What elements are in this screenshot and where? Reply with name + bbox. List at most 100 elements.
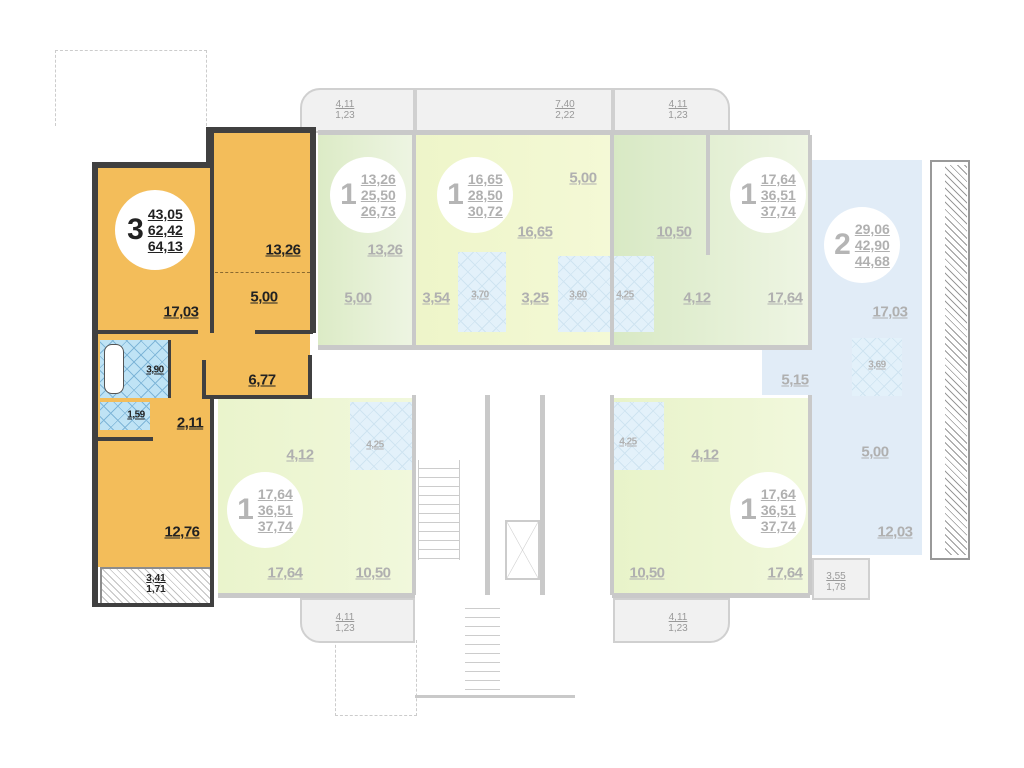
room-area: 3,69	[868, 359, 886, 371]
room-area: 10,50	[355, 564, 391, 582]
room-area: 3,90	[146, 364, 164, 376]
entrance-stairs	[465, 600, 500, 695]
room-area: 3,54	[422, 289, 450, 307]
wall	[610, 135, 614, 350]
total-area: 42,90	[854, 237, 890, 253]
room-13[interactable]	[212, 133, 310, 333]
wall	[92, 162, 212, 168]
total-area: 36,51	[760, 187, 796, 203]
wall	[415, 695, 575, 698]
stair-wall	[485, 395, 490, 595]
total-area-balcony: 26,73	[360, 203, 396, 219]
stair-wall	[540, 395, 545, 595]
room-area: 4,25	[619, 436, 637, 448]
bathroom	[458, 252, 506, 332]
total-area: 36,51	[760, 502, 796, 518]
room-area: 6,77	[248, 371, 276, 389]
room-area: 17,03	[872, 303, 908, 321]
living-area: 29,06	[854, 221, 890, 237]
wall	[412, 135, 416, 350]
balcony-reduced: 1,23	[668, 623, 688, 634]
wall	[318, 130, 810, 135]
wall	[255, 330, 313, 334]
room-area: 5,00	[861, 443, 889, 461]
room-area: 4,25	[366, 439, 384, 451]
wall	[202, 360, 206, 398]
room-area: 4,25	[616, 289, 634, 301]
total-area-balcony: 37,74	[760, 203, 796, 219]
wall	[210, 133, 214, 333]
balcony-area: 7,40	[555, 99, 575, 110]
room-area: 12,03	[877, 523, 913, 541]
wall	[808, 395, 812, 595]
balcony-bottom-1	[300, 598, 415, 643]
balcony-reduced: 2,22	[555, 110, 575, 121]
balcony-reduced: 1,78	[826, 582, 846, 593]
total-area: 36,51	[257, 502, 293, 518]
total-area: 62,42	[147, 222, 183, 238]
room-area: 17,03	[163, 303, 199, 321]
total-area-balcony: 37,74	[257, 518, 293, 534]
room-area: 13,26	[367, 241, 403, 259]
room-area: 17,64	[267, 564, 303, 582]
wall	[612, 593, 810, 598]
room-area: 16,65	[517, 223, 553, 241]
wall	[210, 398, 214, 607]
room-area: 17,64	[767, 564, 803, 582]
bathroom	[558, 256, 654, 332]
room-area: 5,00	[569, 169, 597, 187]
dashed-outline	[55, 50, 207, 126]
room-area: 5,00	[344, 289, 372, 307]
balcony-area: 4,11	[335, 99, 355, 110]
total-area-balcony: 30,72	[467, 203, 503, 219]
balcony-hatch-fill	[945, 165, 967, 555]
room-count: 1	[237, 493, 254, 526]
room-area: 5,00	[250, 288, 278, 306]
bathtub-icon	[104, 344, 124, 394]
toilet-1-59[interactable]	[100, 402, 150, 430]
balcony-bottom-2	[613, 598, 730, 643]
balcony-reduced: 1,23	[668, 110, 688, 121]
room-area: 13,26	[265, 241, 301, 259]
wall	[318, 345, 810, 350]
room-area: 10,50	[629, 564, 665, 582]
balcony-area: 4,11	[668, 612, 688, 623]
living-area: 16,65	[467, 171, 503, 187]
wall	[218, 593, 415, 598]
bathroom	[852, 338, 902, 396]
room-count: 2	[834, 228, 851, 261]
wall	[98, 330, 198, 334]
room-count: 1	[740, 493, 757, 526]
wall	[92, 162, 98, 607]
room-count: 1	[740, 178, 757, 211]
room-area: 10,50	[656, 223, 692, 241]
wall	[610, 395, 614, 595]
total-area: 25,50	[360, 187, 396, 203]
balcony-hatch	[930, 160, 970, 560]
stairs	[418, 460, 460, 560]
elevator	[505, 520, 540, 580]
wall	[168, 340, 171, 398]
bedroom-12[interactable]	[98, 443, 212, 567]
total-area-balcony: 37,74	[760, 518, 796, 534]
wall	[706, 135, 710, 255]
kitchen-divider	[215, 272, 310, 273]
room-area: 3,60	[569, 289, 587, 301]
balcony-top-2	[415, 88, 613, 133]
balcony-reduced: 1,23	[335, 110, 355, 121]
balcony-top-1	[300, 88, 415, 133]
room-count: 1	[340, 178, 357, 211]
wall	[206, 127, 316, 133]
